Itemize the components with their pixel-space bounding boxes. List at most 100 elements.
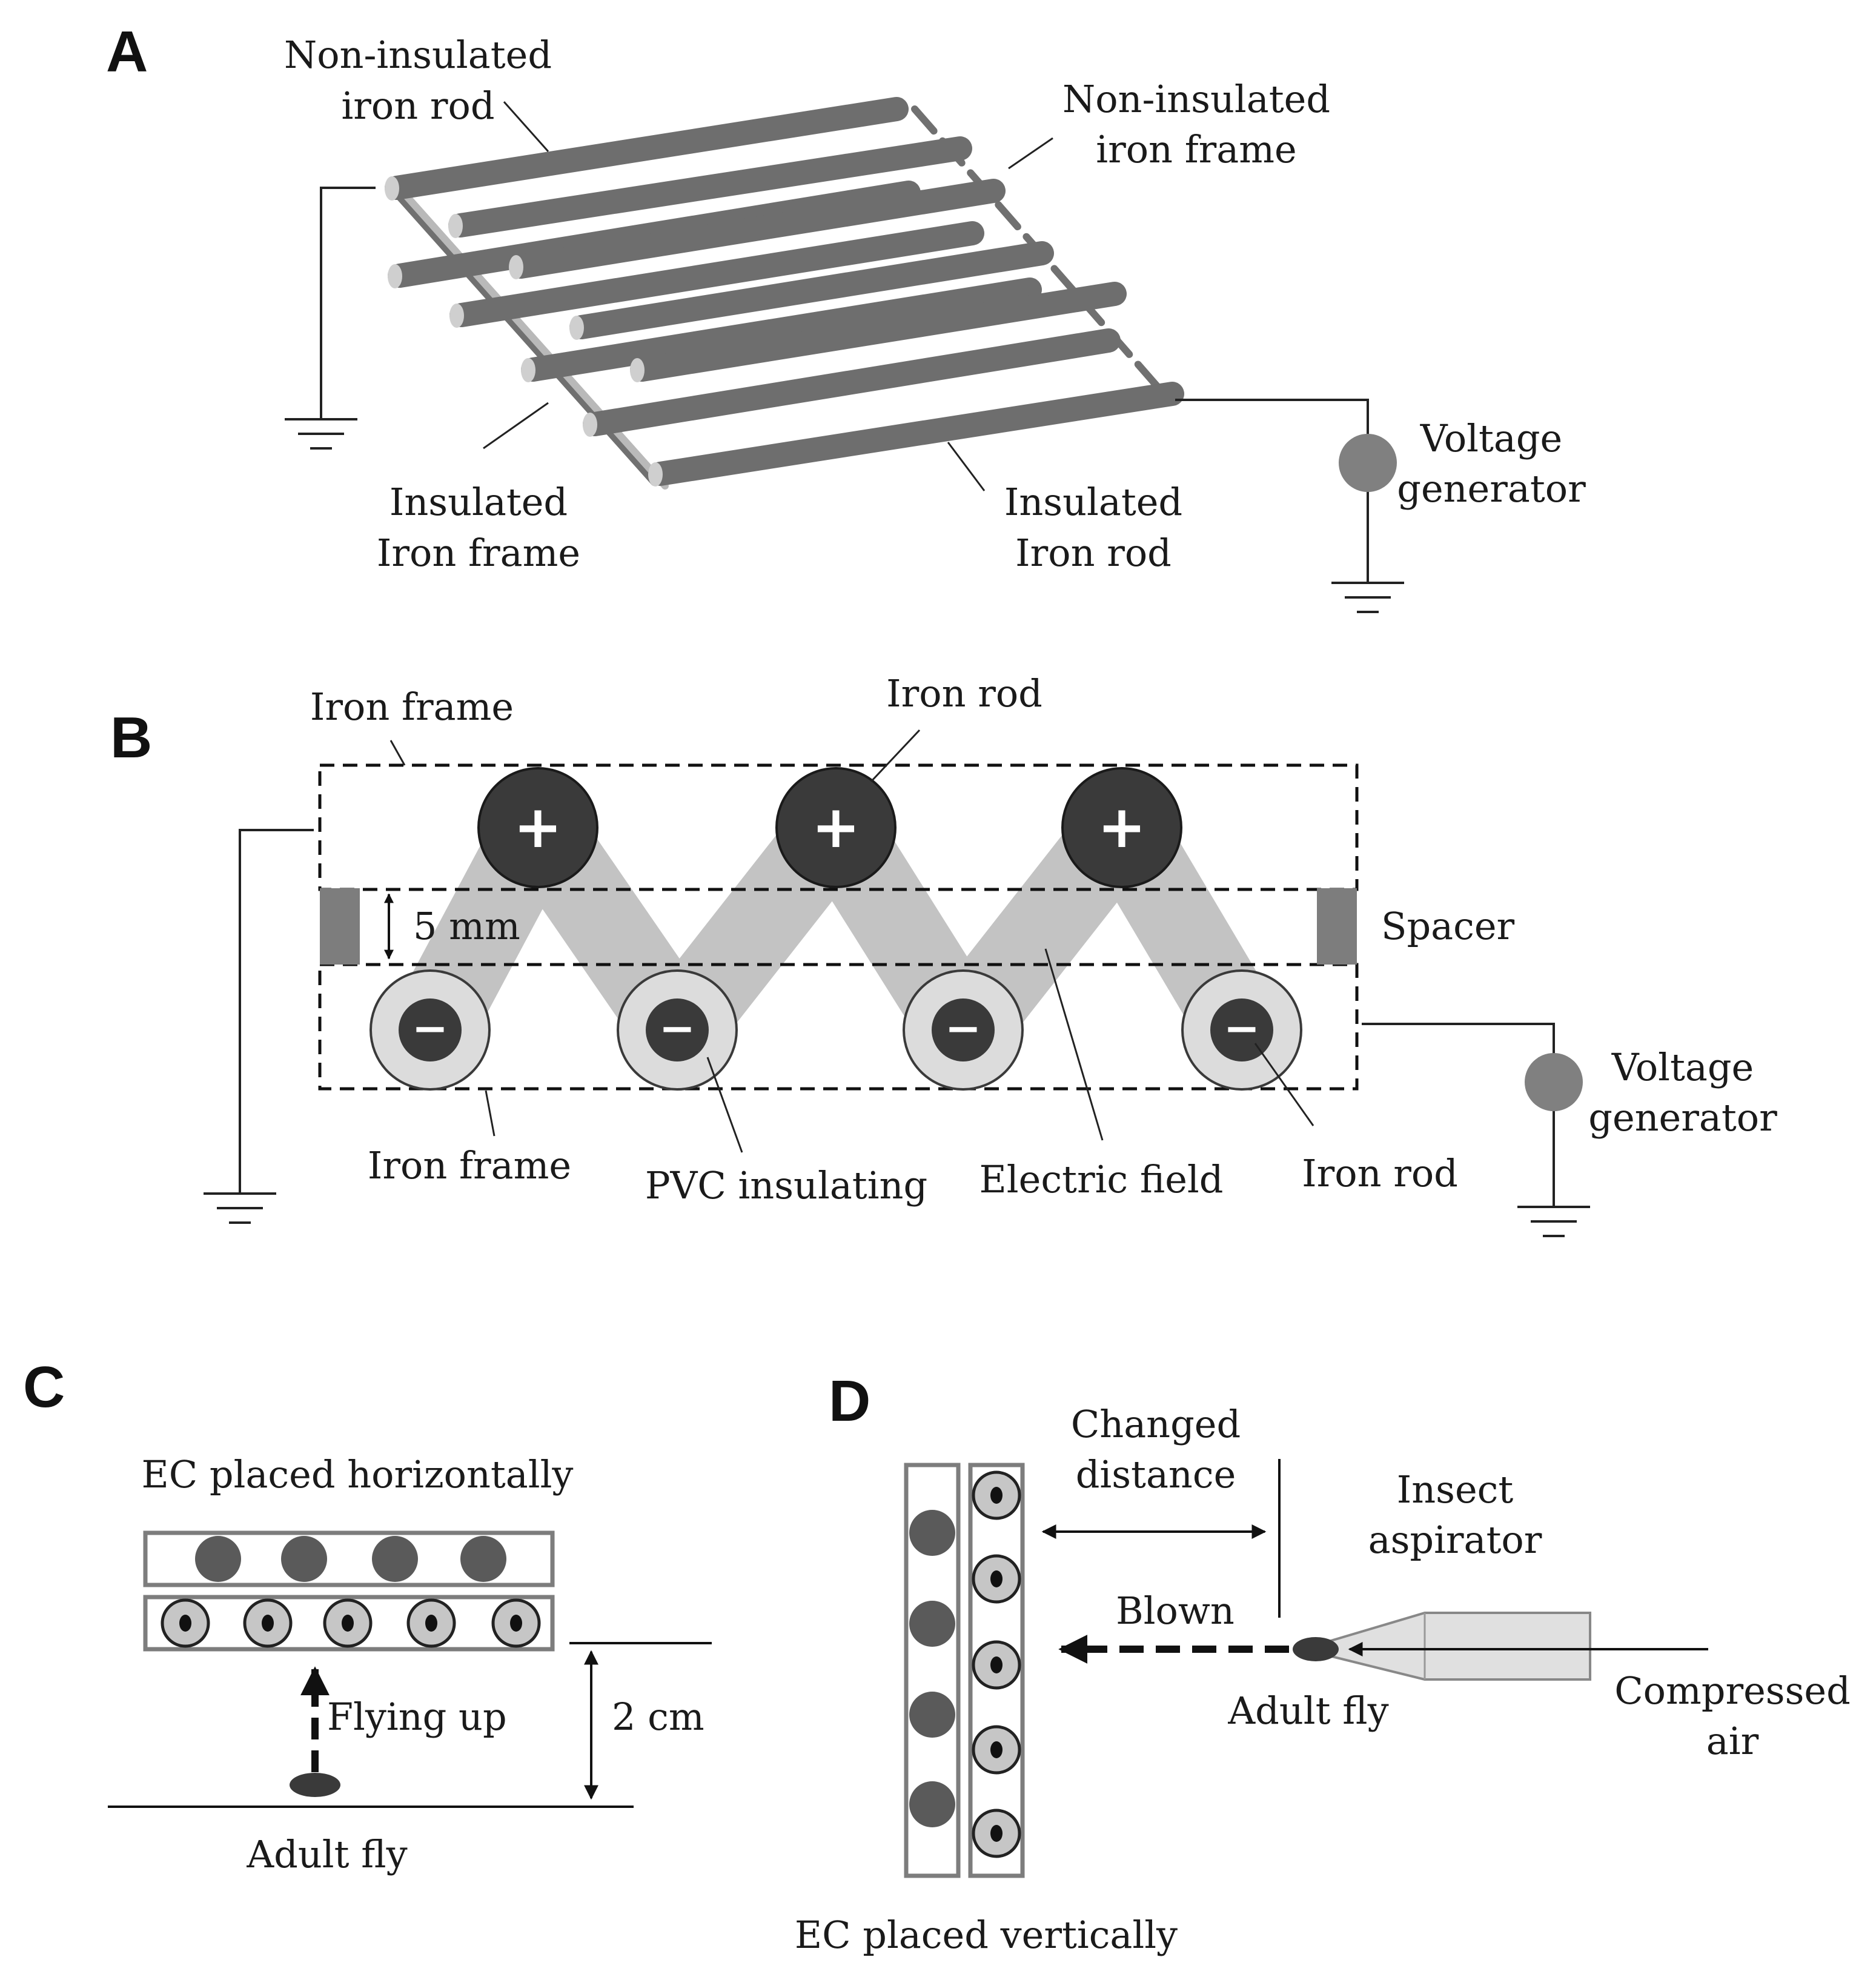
voltage-generator-b <box>1525 1053 1583 1111</box>
positive-rod <box>909 1781 955 1827</box>
negative-rod: − <box>903 969 1024 1091</box>
label-spacer: Spacer <box>1381 904 1515 948</box>
panel-c-letter: C <box>23 1355 65 1420</box>
leader-iron-rod-top <box>870 729 921 783</box>
iron-rod <box>521 277 1042 382</box>
label-compressed-air-1: Compressed <box>1614 1669 1851 1713</box>
positive-rod <box>909 1692 955 1738</box>
iron-rod <box>648 382 1184 487</box>
label-electric-field: Electric field <box>979 1157 1224 1201</box>
label-pvc: PVC insulating <box>645 1163 927 1208</box>
label-ec-horizontal: EC placed horizontally <box>142 1452 574 1497</box>
iron-rod <box>448 136 972 238</box>
label-non-insulated-rod-2: iron rod <box>341 84 494 128</box>
positive-rods: + + + <box>477 767 1182 888</box>
insulated-rod <box>972 1554 1021 1604</box>
positive-rod: + <box>775 767 897 888</box>
insulated-rod <box>972 1640 1021 1690</box>
label-iron-frame-top: Iron frame <box>310 685 514 729</box>
insulated-rod <box>972 1725 1021 1775</box>
label-insulated-frame-2: Iron frame <box>377 531 580 575</box>
leader-iron-frame-top <box>389 740 406 766</box>
insulated-rod <box>972 1809 1021 1858</box>
positive-rod <box>372 1536 418 1582</box>
positive-sign: + <box>514 793 562 861</box>
negative-rod: − <box>1181 969 1302 1091</box>
negative-sign: − <box>412 1003 448 1054</box>
label-adult-fly-d: Adult fly <box>1227 1689 1388 1733</box>
iron-rod <box>630 282 1127 382</box>
insulated-rod <box>161 1598 210 1648</box>
positive-rod <box>909 1601 955 1647</box>
label-voltage-generator-a-2: generator <box>1397 467 1586 511</box>
label-adult-fly-c: Adult fly <box>246 1832 407 1876</box>
positive-rod: + <box>477 767 598 888</box>
label-voltage-generator-a-1: Voltage <box>1420 416 1563 460</box>
insulated-rod <box>491 1598 541 1648</box>
negative-rod: − <box>370 969 491 1091</box>
insulated-iron-frame <box>400 189 669 490</box>
ground-wire-b <box>204 829 314 1224</box>
label-non-insulated-frame-1: Non-insulated <box>1062 77 1330 121</box>
positive-rod <box>460 1536 506 1582</box>
negative-rod: − <box>617 969 738 1091</box>
leader-pvc <box>706 1057 743 1153</box>
label-iron-rod-bottom: Iron rod <box>1302 1151 1458 1195</box>
label-insulated-rod-2: Iron rod <box>1015 531 1172 575</box>
leader-insulated-frame <box>483 402 549 450</box>
negative-rods: − − − − <box>370 969 1302 1091</box>
label-iron-rod-top: Iron rod <box>886 671 1042 716</box>
panel-a-letter: A <box>106 19 148 84</box>
iron-rods-array <box>385 97 1184 487</box>
iron-rod <box>509 179 1006 279</box>
adult-fly-c <box>290 1773 340 1797</box>
label-aspirator-2: aspirator <box>1368 1518 1542 1562</box>
label-insulated-rod-1: Insulated <box>1004 480 1182 524</box>
generator-wire-b <box>1362 1023 1590 1237</box>
label-changed-distance-2: distance <box>1076 1452 1236 1497</box>
leader-electric-field <box>1044 948 1104 1141</box>
positive-rod <box>909 1510 955 1556</box>
insulated-rod <box>323 1598 373 1648</box>
negative-sign: − <box>659 1003 695 1054</box>
iron-frame-top-outline <box>318 763 1359 891</box>
insulated-rod <box>243 1598 293 1648</box>
label-voltage-generator-b-1: Voltage <box>1611 1045 1754 1089</box>
leader-non-insulated-frame <box>1008 137 1053 170</box>
label-aspirator-1: Insect <box>1397 1467 1514 1512</box>
label-insulated-frame-1: Insulated <box>389 480 568 524</box>
label-voltage-generator-b-2: generator <box>1588 1095 1777 1140</box>
label-ec-vertical: EC placed vertically <box>795 1913 1178 1957</box>
negative-sign: − <box>1224 1003 1260 1054</box>
negative-sign: − <box>945 1003 981 1054</box>
positive-sign: + <box>1098 793 1146 861</box>
positive-rod <box>281 1536 327 1582</box>
ec-horizontal-negative-rods <box>161 1598 541 1648</box>
panel-b: B 5 mm + + + <box>110 671 1777 1237</box>
label-flying-up: Flying up <box>327 1695 507 1739</box>
leader-iron-rod-bottom <box>1254 1043 1314 1126</box>
positive-sign: + <box>812 793 860 861</box>
iron-rod <box>583 328 1121 437</box>
iron-rod <box>449 221 984 328</box>
insect-aspirator <box>1298 1612 1591 1681</box>
spacer-right <box>1317 888 1357 965</box>
leader-iron-frame-bottom <box>485 1090 496 1137</box>
ec-vertical-negative-rods <box>972 1470 1021 1858</box>
label-distance-c: 2 cm <box>612 1695 704 1739</box>
panel-a: A <box>106 19 1586 613</box>
iron-frame-bottom-outline <box>318 963 1359 1091</box>
adult-fly-d <box>1293 1637 1339 1661</box>
voltage-generator-a <box>1339 434 1397 492</box>
label-blown: Blown <box>1116 1589 1235 1633</box>
iron-rod <box>385 97 909 201</box>
generator-wire-a <box>1175 399 1404 613</box>
spacer-left <box>320 888 360 965</box>
label-changed-distance-1: Changed <box>1071 1402 1241 1446</box>
positive-rod <box>195 1536 241 1582</box>
label-compressed-air-2: air <box>1706 1719 1759 1763</box>
positive-rod: + <box>1061 767 1182 888</box>
label-non-insulated-rod-1: Non-insulated <box>284 33 552 77</box>
panel-d-letter: D <box>829 1369 870 1434</box>
